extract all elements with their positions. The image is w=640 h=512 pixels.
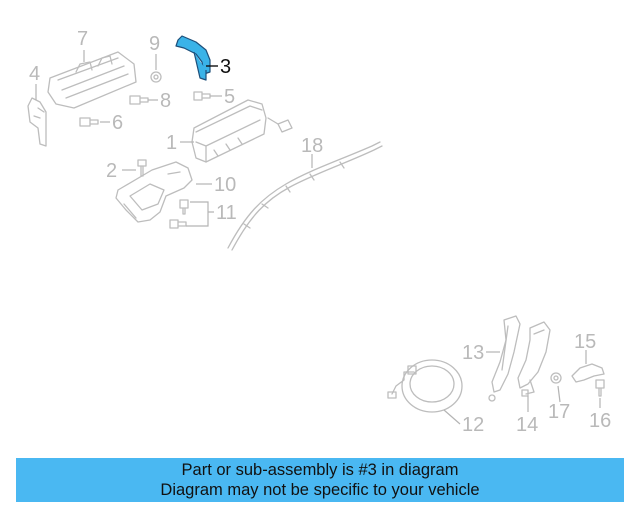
part-6-bolt[interactable] xyxy=(79,117,99,127)
part-15-bracket[interactable] xyxy=(571,363,605,383)
part-12-steering-airbag[interactable] xyxy=(387,359,463,413)
part-18-curtain-airbag[interactable] xyxy=(227,141,383,251)
callout-15[interactable]: 15 xyxy=(574,331,596,353)
leader-17 xyxy=(557,385,561,403)
callout-12[interactable]: 12 xyxy=(462,414,484,436)
callout-14[interactable]: 14 xyxy=(516,414,538,436)
callout-3[interactable]: 3 xyxy=(220,56,231,78)
callout-18[interactable]: 18 xyxy=(301,135,323,157)
parts-diagram: 4 7 6 9 8 5 3 1 xyxy=(27,28,611,436)
callout-5[interactable]: 5 xyxy=(224,86,235,108)
part-1-connector[interactable] xyxy=(267,117,293,133)
leader-12 xyxy=(443,409,461,425)
callout-10[interactable]: 10 xyxy=(214,174,236,196)
callout-16[interactable]: 16 xyxy=(589,410,611,432)
banner-line-2: Diagram may not be specific to your vehi… xyxy=(160,481,480,499)
part-16-bolt[interactable] xyxy=(595,379,605,397)
part-8-bolt[interactable] xyxy=(129,95,149,105)
callout-7[interactable]: 7 xyxy=(77,28,88,50)
part-14-pillar-trim[interactable] xyxy=(517,321,551,397)
callout-6[interactable]: 6 xyxy=(112,112,123,134)
part-1-airbag-module[interactable] xyxy=(191,99,267,163)
callout-9[interactable]: 9 xyxy=(149,33,160,55)
callout-11[interactable]: 11 xyxy=(216,202,237,224)
banner-line-1: Part or sub-assembly is #3 in diagram xyxy=(181,461,459,479)
part-17-nut[interactable] xyxy=(550,372,562,384)
part-3-bracket-highlighted[interactable] xyxy=(175,35,211,81)
part-9-nut[interactable] xyxy=(150,71,162,83)
part-10-bracket[interactable] xyxy=(115,161,193,223)
callout-8[interactable]: 8 xyxy=(160,90,171,112)
callout-1[interactable]: 1 xyxy=(166,132,177,154)
part-7-airbag-module[interactable] xyxy=(47,51,137,109)
leader-11 xyxy=(186,201,214,227)
part-11-bolts[interactable] xyxy=(169,199,189,229)
callout-17[interactable]: 17 xyxy=(548,401,570,423)
info-banner: Part or sub-assembly is #3 in diagram Di… xyxy=(16,458,624,502)
callout-2[interactable]: 2 xyxy=(106,160,117,182)
callout-4[interactable]: 4 xyxy=(29,63,40,85)
part-13-pillar-trim[interactable] xyxy=(488,315,521,402)
callout-13[interactable]: 13 xyxy=(462,342,484,364)
part-5-bolt[interactable] xyxy=(193,91,211,101)
part-4-bracket[interactable] xyxy=(27,97,47,147)
